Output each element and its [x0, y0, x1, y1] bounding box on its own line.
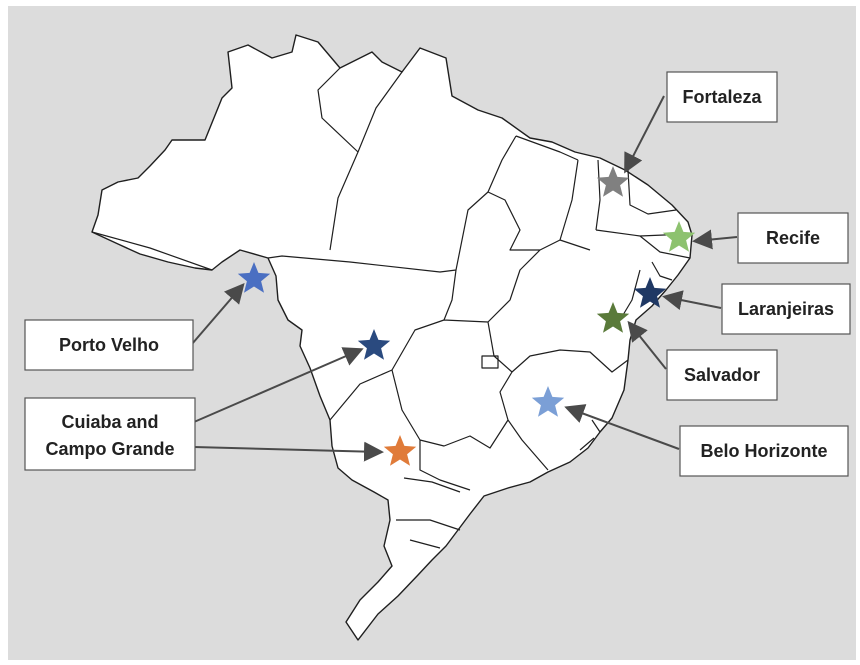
arrow-belo-horizonte: [564, 404, 680, 450]
label-porto-velho: Porto Velho: [24, 319, 194, 371]
label-fortaleza-text: Fortaleza: [682, 87, 762, 107]
label-recife-text: Recife: [766, 228, 820, 248]
label-fortaleza: Fortaleza: [666, 71, 778, 123]
star-cuiaba: [357, 329, 391, 360]
label-belo-horizonte: Belo Horizonte: [679, 425, 849, 477]
brazil-outline: [91, 34, 693, 641]
arrow-laranjeiras: [662, 290, 722, 310]
label-salvador-text: Salvador: [684, 365, 760, 385]
state-borders: [91, 67, 691, 549]
label-campo-grande-text: Campo Grande: [45, 439, 174, 459]
pointer-arrows: [191, 95, 738, 462]
label-belo-horizonte-text: Belo Horizonte: [700, 441, 827, 461]
star-fortaleza: [596, 166, 630, 197]
arrow-campo-grande: [193, 441, 384, 462]
city-labels: Fortaleza Recife Laranjeiras Salvador Be…: [24, 71, 851, 477]
label-salvador: Salvador: [666, 349, 778, 401]
label-laranjeiras: Laranjeiras: [721, 283, 851, 335]
arrow-porto-velho: [191, 282, 245, 345]
label-recife: Recife: [737, 212, 849, 264]
arrow-recife: [692, 229, 738, 250]
star-belo-horizonte: [531, 386, 565, 417]
label-cuiaba-text: Cuiaba and: [61, 412, 158, 432]
arrow-fortaleza: [624, 95, 665, 174]
arrow-cuiaba: [193, 347, 364, 423]
arrow-salvador: [627, 320, 667, 370]
city-stars: [237, 166, 696, 466]
star-campo-grande: [383, 435, 417, 466]
brazil-land: [91, 34, 693, 641]
star-salvador: [596, 302, 630, 333]
star-recife: [662, 221, 696, 252]
label-porto-velho-text: Porto Velho: [59, 335, 159, 355]
label-laranjeiras-text: Laranjeiras: [738, 299, 834, 319]
label-cuiaba-campo-grande: Cuiaba and Campo Grande: [24, 397, 196, 471]
federal-district-border: [481, 355, 499, 369]
star-laranjeiras: [633, 277, 667, 308]
star-porto-velho: [237, 262, 271, 293]
